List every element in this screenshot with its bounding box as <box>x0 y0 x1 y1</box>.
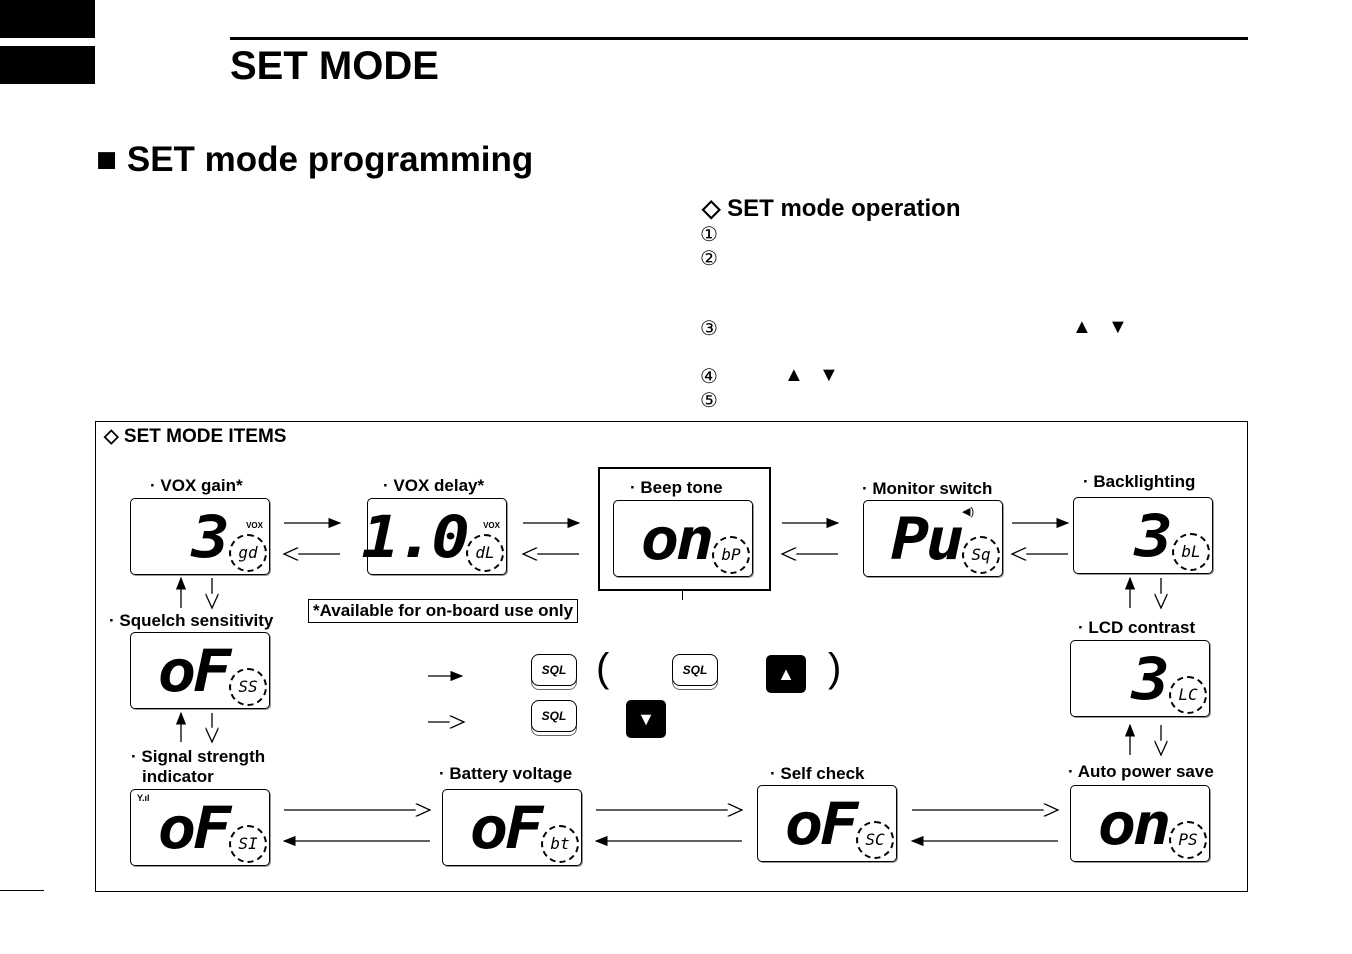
squelch-sensitivity-label: · Squelch sensitivity <box>109 611 273 631</box>
lcd-value: on <box>640 505 715 573</box>
lcd-item-code: SC <box>856 821 894 859</box>
leader-line <box>682 590 683 600</box>
item-label: · LCD contrast <box>1078 618 1196 637</box>
down-key-icon: ▼ <box>626 700 666 738</box>
monitor-switch-label: · Monitor switch <box>862 479 992 499</box>
lcd-item-code: PS <box>1169 821 1207 859</box>
lcd-value: oF <box>157 794 232 862</box>
lcd-item-code: gd <box>229 534 267 572</box>
monitor-switch-lcd: Pu Sq ◀) <box>863 500 1003 577</box>
speaker-icon: ◀) <box>962 506 975 518</box>
page-tab-bottom <box>0 46 95 84</box>
step-5: ⑤ <box>700 390 718 412</box>
item-label: · Signal strength <box>131 747 266 766</box>
item-label: · Battery voltage <box>439 764 573 783</box>
vox-delay-lcd: 1.0 dL VOX <box>361 498 507 575</box>
vox-delay-label: · VOX delay* <box>383 476 484 496</box>
lcd-item-code: SS <box>229 668 267 706</box>
up-key-icon: ▲ <box>766 655 806 693</box>
item-label: · Beep tone <box>630 478 723 497</box>
page-tab-top <box>0 0 95 38</box>
self-check-label: · Self check <box>770 764 865 784</box>
footer-rule <box>0 890 44 891</box>
item-label: · Squelch sensitivity <box>109 611 274 630</box>
lcd-item-code: bP <box>712 536 750 574</box>
beep-tone-label: · Beep tone <box>630 478 723 498</box>
section-title: ■ SET mode programming <box>96 140 534 179</box>
item-label: · VOX gain* <box>150 476 243 495</box>
signal-icon: Y.ıl <box>137 793 150 803</box>
item-label-line2: indicator <box>142 767 214 786</box>
lcd-item-code: SI <box>229 825 267 863</box>
set-mode-items-panel <box>95 421 1248 892</box>
item-label: · Self check <box>770 764 865 783</box>
lcd-value: 3 <box>1131 645 1169 713</box>
backlighting-lcd: 3 bL <box>1073 497 1213 574</box>
vox-gain-label: · VOX gain* <box>150 476 243 496</box>
availability-note: *Available for on-board use only <box>308 599 579 623</box>
step-4: ④ <box>700 366 718 388</box>
item-label: · Auto power save <box>1068 762 1214 781</box>
item-label: · Monitor switch <box>862 479 993 498</box>
step-1: ① <box>700 224 718 246</box>
item-label: · VOX delay* <box>383 476 485 495</box>
open-paren: ( <box>596 646 610 690</box>
lcd-value: 3 <box>191 503 229 571</box>
battery-voltage-label: · Battery voltage <box>439 764 572 784</box>
up-arrow-icon: ▲ <box>1072 316 1092 338</box>
header-rule <box>230 37 1248 40</box>
signal-strength-lcd: oF SI Y.ıl <box>130 789 270 866</box>
lcd-item-code: LC <box>1169 676 1207 714</box>
lcd-value: 1.0 <box>361 503 470 571</box>
sql-key: SQL <box>672 654 718 686</box>
item-label: · Backlighting <box>1083 472 1196 491</box>
backlighting-label: · Backlighting <box>1083 472 1195 492</box>
self-check-lcd: oF SC <box>757 785 897 862</box>
vox-gain-lcd: 3 gd VOX <box>130 498 270 575</box>
subsection-title: ◇ SET mode operation <box>702 195 961 222</box>
lcd-value: on <box>1097 790 1172 858</box>
page-title: SET MODE <box>230 44 439 88</box>
lcd-item-code: Sq <box>962 536 1000 574</box>
lcd-item-code: bL <box>1172 533 1210 571</box>
step-3: ③ <box>700 318 718 340</box>
sql-key: SQL <box>531 700 577 732</box>
lcd-value: Pu <box>890 505 965 573</box>
panel-title: ◇ SET MODE ITEMS <box>104 426 287 447</box>
close-paren: ) <box>828 646 842 690</box>
vox-indicator: VOX <box>483 521 500 530</box>
lcd-value: 3 <box>1134 502 1172 570</box>
step-2: ② <box>700 248 718 270</box>
auto-power-save-label: · Auto power save <box>1068 762 1214 782</box>
lcd-contrast-label: · LCD contrast <box>1078 618 1195 638</box>
down-arrow-icon: ▼ <box>1108 316 1128 338</box>
auto-power-save-lcd: on PS <box>1070 785 1210 862</box>
lcd-item-code: bt <box>541 825 579 863</box>
lcd-value: oF <box>784 790 859 858</box>
up-arrow-icon: ▲ <box>784 364 804 386</box>
lcd-value: oF <box>469 794 544 862</box>
beep-tone-highlight <box>598 467 771 591</box>
battery-voltage-lcd: oF bt <box>442 789 582 866</box>
squelch-sensitivity-lcd: oF SS <box>130 632 270 709</box>
sql-key: SQL <box>531 654 577 686</box>
lcd-item-code: dL <box>466 534 504 572</box>
lcd-contrast-lcd: 3 LC <box>1070 640 1210 717</box>
lcd-value: oF <box>157 637 232 705</box>
down-arrow-icon: ▼ <box>819 364 839 386</box>
beep-tone-lcd: on bP <box>613 500 753 577</box>
vox-indicator: VOX <box>246 521 263 530</box>
